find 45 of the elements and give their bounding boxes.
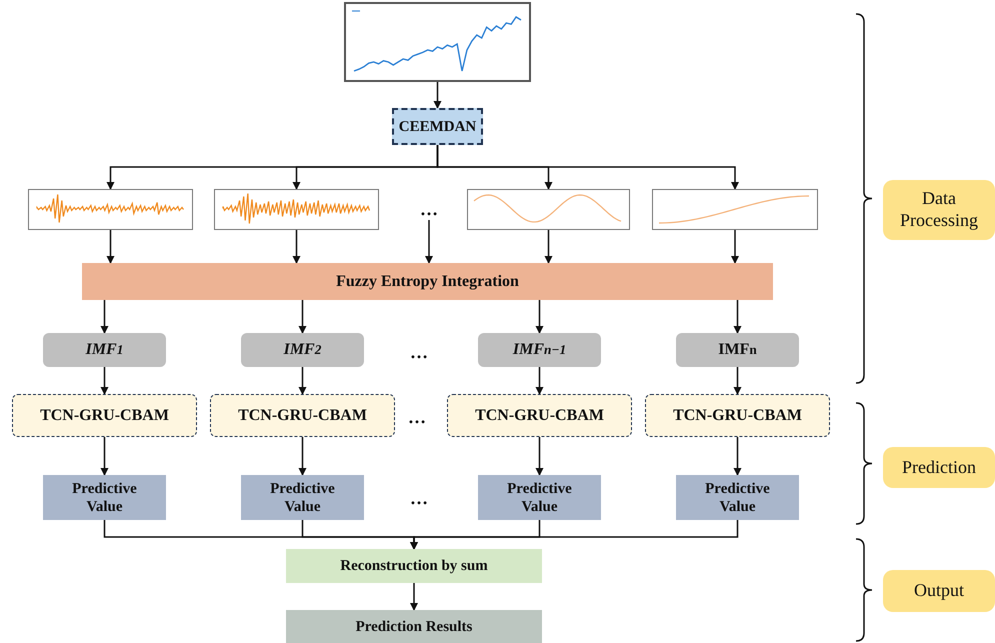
arrow [298,437,306,476]
model-box: TCN-GRU-CBAM [447,394,632,437]
value-box: Predictive Value [43,475,166,520]
arrow [100,300,108,334]
ellipsis-text: … [418,200,440,220]
stage-label: Prediction [883,447,995,488]
arrow [734,300,742,334]
arrow [536,300,544,334]
arrow [100,367,108,395]
process-box: Reconstruction by sum [286,549,542,583]
arrow [734,437,742,476]
value-box: Predictive Value [241,475,364,520]
model-box: TCN-GRU-CBAM [12,394,197,437]
signal-plot [652,189,818,230]
arrow [298,367,306,395]
arrow [292,230,300,264]
ellipsis-text: … [410,489,428,507]
stage-label: Output [883,570,995,612]
process-bar: Fuzzy Entropy Integration [82,263,773,300]
process-box: CEEMDAN [392,108,483,145]
arrow [410,583,418,611]
arrow [536,437,544,476]
arrow [536,367,544,395]
signal-plot [214,189,379,230]
result-box: Prediction Results [286,610,542,643]
ellipsis-text: … [408,408,426,426]
arrow [410,520,738,550]
arrow [425,220,433,264]
value-box: Predictive Value [478,475,601,520]
arrow [298,300,306,334]
arrow [100,437,108,476]
arrow [544,230,552,264]
arrow [434,82,442,109]
signal-plot [28,189,193,230]
ellipsis-text: … [410,343,428,361]
model-box: TCN-GRU-CBAM [645,394,830,437]
value-box: Predictive Value [676,475,799,520]
arrow [731,230,739,264]
stock-price-chart [344,2,531,82]
arrow [734,367,742,395]
signal-plot [467,189,630,230]
arrow [106,230,114,264]
model-box: TCN-GRU-CBAM [210,394,395,437]
stage-label: Data Processing [883,180,995,240]
arrow [436,145,739,190]
